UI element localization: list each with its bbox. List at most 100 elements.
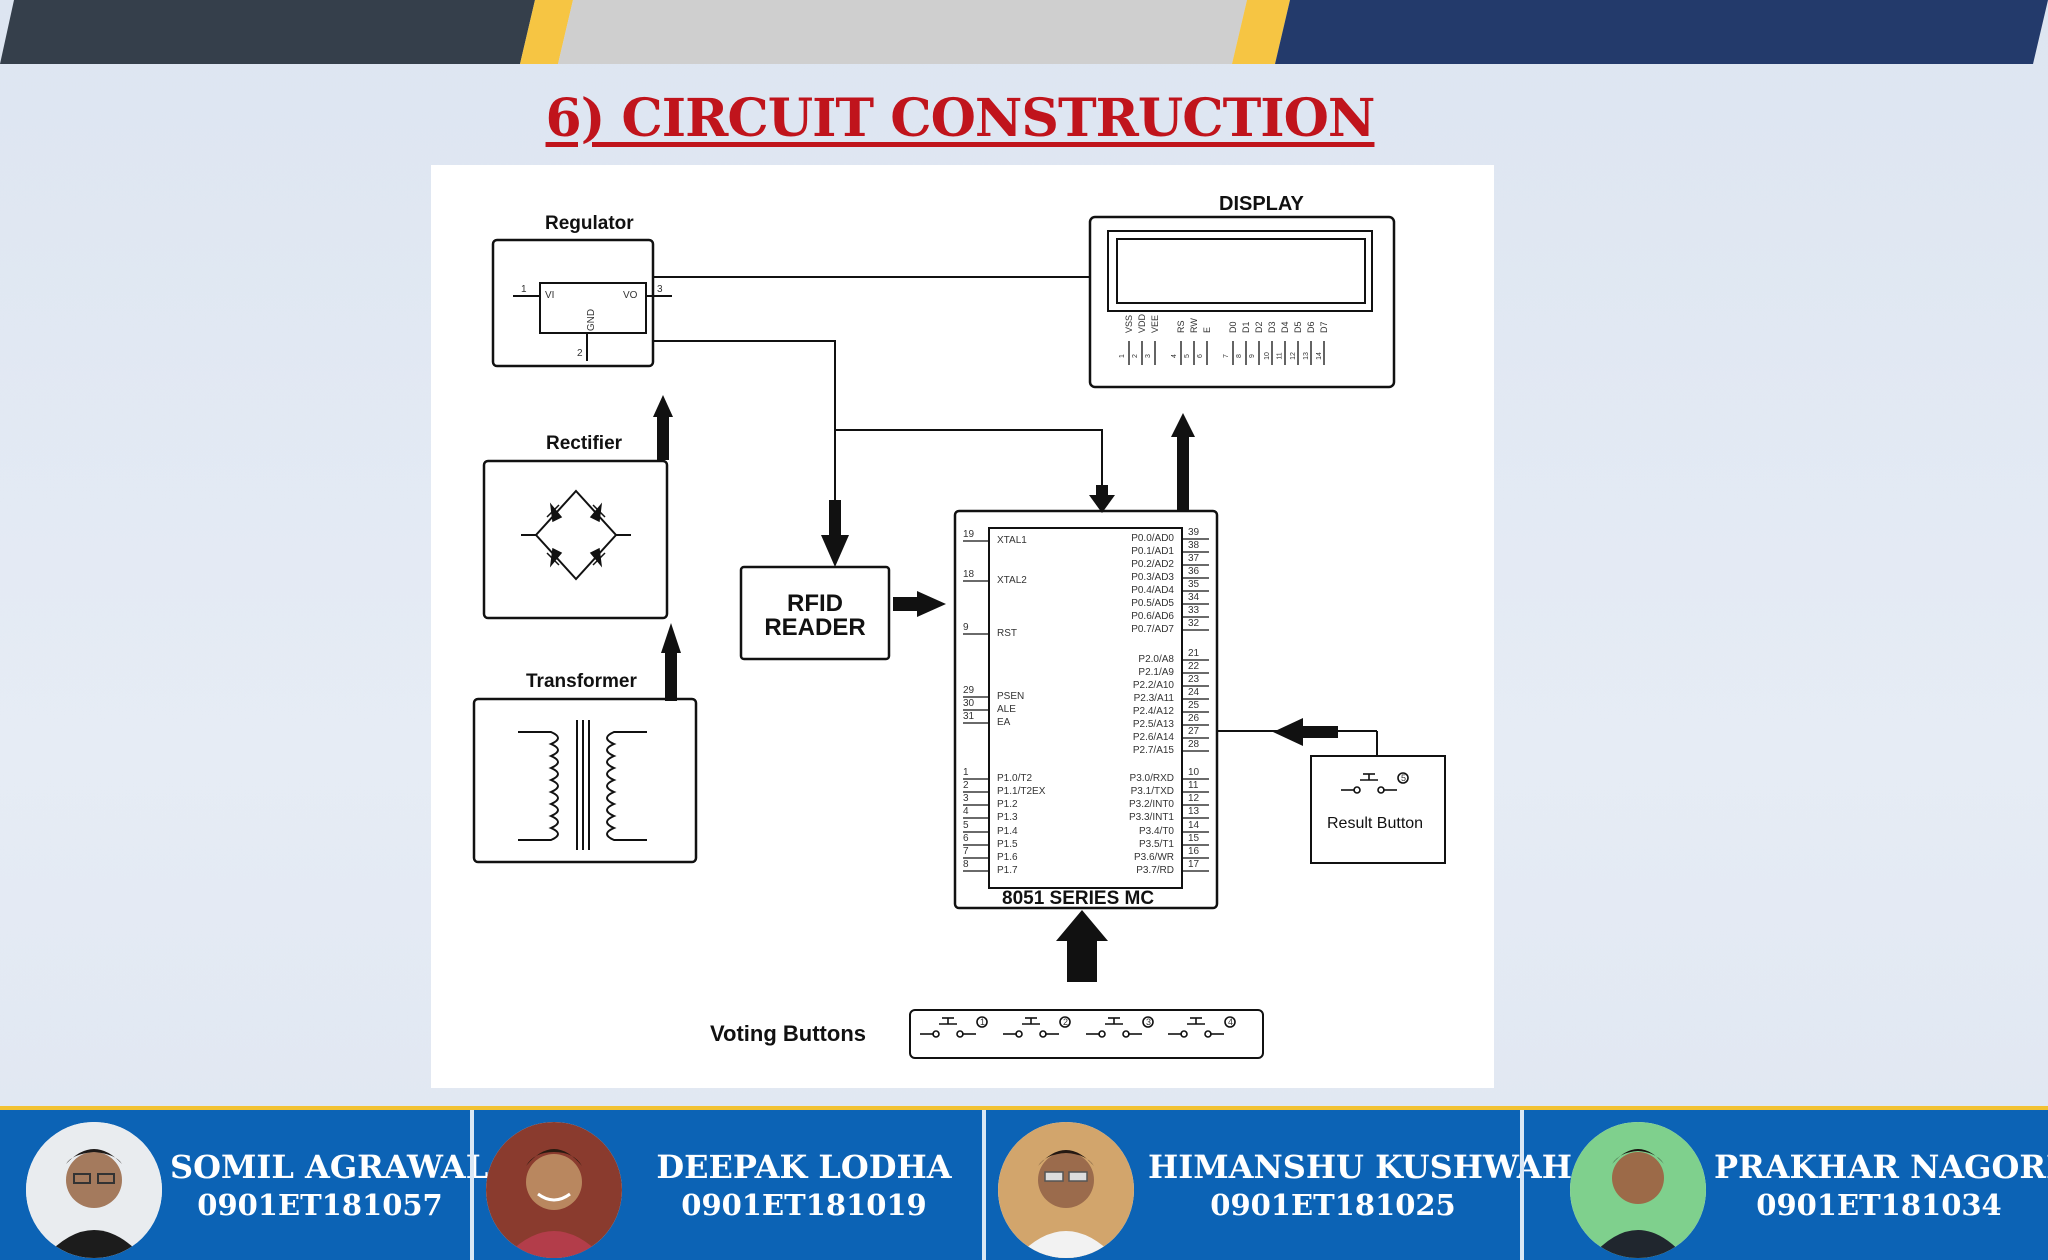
switch-number-vote1: 1 <box>980 1017 986 1027</box>
display-screen <box>1116 238 1366 304</box>
mc-pin-number: 27 <box>1188 726 1200 737</box>
person-photo-icon <box>26 1122 162 1258</box>
rectifier-label: Rectifier <box>546 433 623 454</box>
mc-pin-number: 32 <box>1188 618 1200 629</box>
result-button-label: Result Button <box>1327 815 1424 832</box>
mc-pin-label: P3.1/TXD <box>1130 786 1174 797</box>
avatar <box>1570 1122 1706 1258</box>
voting-buttons-block <box>909 1009 1264 1059</box>
mc-pin-label: P3.3/INT1 <box>1128 812 1174 823</box>
display-pin-label: D3 <box>1267 321 1277 333</box>
switch-number-vote2: 2 <box>1063 1017 1069 1027</box>
mc-pin-number: 6 <box>963 833 969 844</box>
display-pin-number: 11 <box>1276 352 1284 360</box>
mc-pin-label: P3.2/INT0 <box>1128 799 1174 810</box>
transformer-primary-coil <box>518 731 559 841</box>
mc-pin-number: 35 <box>1188 579 1200 590</box>
mc-pin-number: 23 <box>1188 674 1200 685</box>
member-name: SOMIL AGRAWAL <box>170 1148 489 1186</box>
display-pin-label: D5 <box>1293 321 1303 333</box>
display-pin-label: RS <box>1176 320 1186 333</box>
switch-number-vote3: 3 <box>1146 1017 1152 1027</box>
person-photo-icon <box>486 1122 622 1258</box>
mc-pin-number: 25 <box>1188 700 1200 711</box>
regulator-label: Regulator <box>545 213 634 234</box>
mc-pin-label: P1.5 <box>997 839 1018 850</box>
mc-pin-label: P3.0/RXD <box>1129 773 1174 784</box>
display-pin-number: 1 <box>1118 354 1126 358</box>
mc-pin-number: 30 <box>963 698 975 709</box>
member-divider <box>982 1110 986 1260</box>
mc-pin-label: XTAL2 <box>997 575 1027 586</box>
result-button-block <box>1310 755 1446 864</box>
member-id: 0901ET181034 <box>1756 1188 2002 1222</box>
slide-title: 6) CIRCUIT CONSTRUCTION <box>545 88 1376 149</box>
wire-regulator-rfid <box>653 340 836 508</box>
person-photo-icon <box>1570 1122 1706 1258</box>
mc-pin-label: PSEN <box>997 691 1025 702</box>
mc-pin-label: P1.6 <box>997 852 1018 863</box>
transformer-secondary-coil <box>606 731 647 841</box>
mc-pin-number: 1 <box>963 767 969 778</box>
mc-pin-label: P3.6/WR <box>1133 852 1174 863</box>
mc-pin-label: P0.0/AD0 <box>1131 533 1174 544</box>
mc-pin-label: P0.5/AD5 <box>1131 598 1174 609</box>
mc-pin-label: RST <box>997 628 1017 639</box>
team-member-3: HIMANSHU KUSHWAH 0901ET181025 <box>986 1110 1572 1260</box>
mc-inner <box>988 527 1183 889</box>
member-divider <box>1520 1110 1524 1260</box>
mc-pin-label: P2.7/A15 <box>1132 745 1174 756</box>
display-pin-number: 10 <box>1263 352 1271 360</box>
display-pin-label: VEE <box>1150 314 1160 333</box>
mc-pin-number: 15 <box>1188 833 1200 844</box>
mc-pin-number: 12 <box>1188 793 1200 804</box>
mc-pin-label: P2.3/A11 <box>1133 693 1174 704</box>
avatar <box>26 1122 162 1258</box>
mc-pin-number: 37 <box>1188 553 1200 564</box>
regulator-ic <box>539 282 647 334</box>
mc-pin-label: ALE <box>997 704 1016 715</box>
mc-pin-number: 9 <box>963 622 969 633</box>
regulator-vi-label: VI <box>545 290 555 301</box>
person-photo-icon <box>998 1122 1134 1258</box>
top-banner-light-segment <box>558 0 1247 64</box>
mc-pin-label: P0.2/AD2 <box>1131 559 1174 570</box>
regulator-pin2: 2 <box>577 348 583 359</box>
mc-pin-number: 26 <box>1188 713 1200 724</box>
mc-pin-number: 16 <box>1188 846 1200 857</box>
display-pin-number: 12 <box>1289 352 1297 360</box>
top-banner-accent-right <box>1232 0 1290 64</box>
mc-pin-label: P0.7/AD7 <box>1131 624 1174 635</box>
mc-pin-number: 8 <box>963 859 969 870</box>
display-pin-label: VDD <box>1137 313 1147 333</box>
top-banner <box>0 0 2048 64</box>
mc-pin-label: P2.5/A13 <box>1132 719 1174 730</box>
regulator-gnd-label: GND <box>586 308 598 332</box>
rfid-label: RFID READER <box>764 590 866 641</box>
display-pin-label: D0 <box>1228 321 1238 333</box>
mc-pin-number: 34 <box>1188 592 1200 603</box>
mc-pin-label: XTAL1 <box>997 535 1027 546</box>
mc-pin-label: P1.2 <box>997 799 1018 810</box>
display-pin-number: 3 <box>1144 354 1152 358</box>
mc-pin-number: 22 <box>1188 661 1200 672</box>
mc-pin-number: 18 <box>963 569 975 580</box>
display-pin-label: D6 <box>1306 321 1316 333</box>
display-pin-label: E <box>1202 326 1212 333</box>
mc-pin-label: P1.7 <box>997 865 1018 876</box>
display-pin-number: 4 <box>1170 354 1178 358</box>
member-divider <box>470 1110 474 1260</box>
mc-pin-label: P0.3/AD3 <box>1131 572 1174 583</box>
team-member-1: SOMIL AGRAWAL 0901ET181057 <box>0 1110 489 1260</box>
mc-pin-label: P3.5/T1 <box>1138 839 1174 850</box>
mc-pin-number: 38 <box>1188 540 1200 551</box>
mc-pin-number: 33 <box>1188 605 1200 616</box>
mc-pin-number: 31 <box>963 711 975 722</box>
circuit-diagram-drawing <box>472 215 1446 1059</box>
circuit-diagram: Regulator Rectifier Transformer DISPLAY … <box>431 165 1494 1088</box>
mc-pin-label: P1.4 <box>997 826 1018 837</box>
mc-pin-label: EA <box>997 717 1011 728</box>
mc-pin-label: P3.7/RD <box>1136 865 1174 876</box>
team-member-4: PRAKHAR NAGORE 0901ET181034 <box>1524 1110 2048 1260</box>
voting-buttons-label: Voting Buttons <box>710 1021 866 1046</box>
